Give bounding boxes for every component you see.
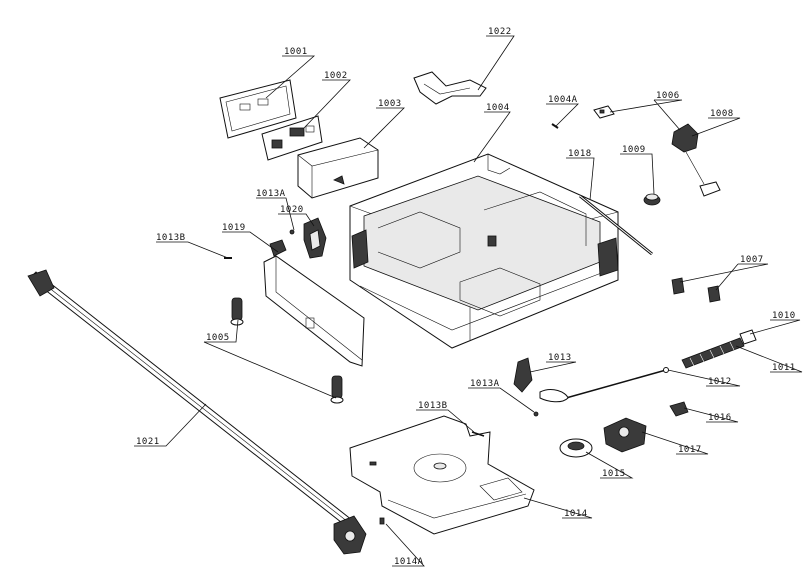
label-1002: 1002: [324, 71, 348, 81]
part-1013a-screw-top: [289, 229, 295, 235]
label-1001: 1001: [284, 47, 308, 57]
label-1013a-top: 1013A: [256, 189, 286, 199]
label-1015: 1015: [602, 469, 626, 479]
label-1019: 1019: [222, 223, 246, 233]
part-1020-latch: [303, 217, 327, 259]
label-1005: 1005: [206, 333, 230, 343]
part-1009-wheel: [643, 193, 661, 206]
label-1008: 1008: [710, 109, 734, 119]
part-1013-lever: [513, 357, 569, 403]
part-1005-bolts: [230, 297, 344, 404]
label-1017: 1017: [678, 445, 702, 455]
part-1006-clip: [593, 105, 615, 119]
part-1018-rod: [579, 194, 653, 256]
label-1003: 1003: [378, 99, 402, 109]
part-1013a-screw: [533, 411, 539, 417]
label-1011: 1011: [772, 363, 796, 373]
label-1022: 1022: [488, 27, 512, 37]
label-1016: 1016: [708, 413, 732, 423]
part-1015-cap: [559, 438, 593, 458]
label-1010: 1010: [772, 311, 796, 321]
part-1016-clip: [669, 401, 689, 417]
part-1003-control-box: [297, 137, 379, 199]
part-1011-spring: [681, 337, 745, 369]
label-1020: 1020: [280, 205, 304, 215]
label-1009: 1009: [622, 145, 646, 155]
part-1014-base-plate: [349, 415, 535, 535]
leader-lines: [134, 35, 803, 567]
label-1013b-top: 1013B: [156, 233, 186, 243]
label-1004a: 1004A: [548, 95, 578, 105]
part-1001-panel: [219, 79, 297, 139]
label-1007: 1007: [740, 255, 764, 265]
label-1013a-mid: 1013A: [470, 379, 500, 389]
part-1008-switch: [671, 123, 721, 197]
part-1012-rod: [565, 367, 669, 399]
part-1014a-screw: [379, 517, 385, 525]
label-1006: 1006: [656, 91, 680, 101]
part-1004a-screw: [551, 123, 559, 129]
label-1014: 1014: [564, 509, 588, 519]
label-1013b-mid: 1013B: [418, 401, 448, 411]
label-1014a: 1014A: [394, 557, 424, 567]
part-1007-feet: [671, 277, 721, 303]
part-1002-pcb: [261, 115, 323, 161]
part-1010-plate: [739, 329, 757, 345]
label-1013: 1013: [548, 353, 572, 363]
part-1013b-screw-mid: [471, 431, 485, 437]
label-1021: 1021: [136, 437, 160, 447]
part-labels: 1001 1002 1003 1022 1004 1004A 1006 1008…: [136, 27, 796, 567]
part-1004-base-tub: [349, 153, 619, 349]
label-1018: 1018: [568, 149, 592, 159]
label-1004: 1004: [486, 103, 510, 113]
part-1021-long-rod: [27, 269, 367, 555]
part-1017-pump: [603, 417, 647, 453]
part-1019-side-panel: [263, 239, 365, 367]
part-1022-bracket: [413, 71, 487, 105]
label-1012: 1012: [708, 377, 732, 387]
